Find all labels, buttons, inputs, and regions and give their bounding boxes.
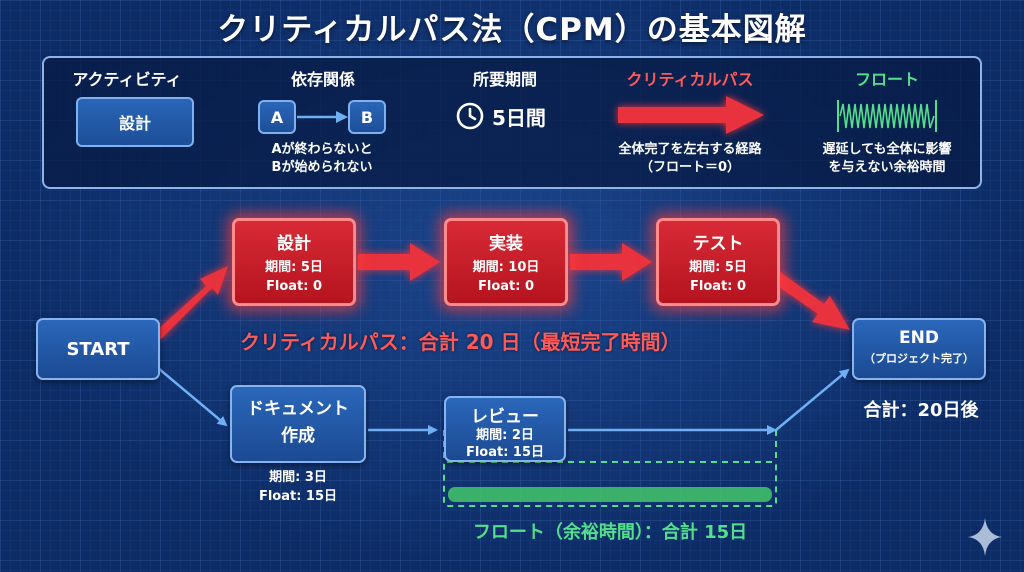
legend-critical-note-line2: （フロート＝0） bbox=[639, 160, 741, 175]
node-test-name: テスト bbox=[692, 234, 744, 254]
legend-float-note-line2: を与えない余裕時間 bbox=[828, 160, 946, 175]
node-document-float: Float: 15日 bbox=[258, 489, 338, 504]
node-implement-period: 期間: 10日 bbox=[472, 260, 540, 275]
arrow-implement-to-test bbox=[570, 243, 652, 281]
node-test: テスト 期間: 5日 Float: 0 bbox=[656, 218, 780, 306]
arrow-design-to-implement bbox=[358, 243, 440, 281]
node-test-float: Float: 0 bbox=[689, 279, 747, 294]
node-implement-float: Float: 0 bbox=[477, 279, 535, 294]
clock-icon bbox=[455, 101, 485, 131]
arrow-merge-to-end bbox=[775, 368, 850, 431]
node-implement: 実装 期間: 10日 Float: 0 bbox=[444, 218, 568, 306]
legend-dependency-note-line2: Bが始められない bbox=[271, 160, 373, 175]
legend-critical-arrow bbox=[618, 96, 764, 134]
node-design-period: 期間: 5日 bbox=[265, 260, 323, 275]
legend-critical-heading: クリティカルパス bbox=[626, 70, 754, 89]
legend-dependency-node-b: B bbox=[348, 100, 386, 134]
float-banner: フロート（余裕時間）：合計 15日 bbox=[472, 522, 748, 543]
node-start-label: START bbox=[66, 338, 130, 360]
node-document-name-line1: ドキュメント bbox=[247, 399, 349, 419]
arrow-test-to-end bbox=[772, 272, 850, 330]
legend-critical-note: 全体完了を左右する経路 （フロート＝0） bbox=[590, 141, 790, 177]
legend-float-note-line1: 遅延しても全体に影響 bbox=[822, 142, 952, 157]
end-total: 合計：20日後 bbox=[863, 400, 979, 421]
node-end-label: END bbox=[899, 328, 939, 348]
legend-duration-heading: 所要期間 bbox=[472, 70, 537, 89]
node-document: ドキュメント 作成 bbox=[230, 385, 366, 463]
legend-activity-chip: 設計 bbox=[76, 97, 194, 147]
node-test-period: 期間: 5日 bbox=[689, 260, 747, 275]
legend-panel bbox=[42, 56, 982, 189]
node-implement-name: 実装 bbox=[489, 234, 523, 254]
legend-float-zigzag bbox=[837, 100, 937, 132]
node-review: レビュー 期間: 2日 Float: 15日 bbox=[444, 396, 566, 462]
legend-float-note: 遅延しても全体に影響 を与えない余裕時間 bbox=[797, 141, 977, 177]
node-design-float: Float: 0 bbox=[265, 279, 323, 294]
sparkle-icon bbox=[968, 518, 1002, 556]
node-document-details: 期間: 3日 Float: 15日 bbox=[230, 468, 366, 506]
legend-activity-heading: アクティビティ bbox=[72, 70, 182, 89]
legend-critical-note-line1: 全体完了を左右する経路 bbox=[618, 142, 762, 157]
node-end-sub: （プロジェクト完了） bbox=[864, 352, 974, 365]
node-document-name-line2: 作成 bbox=[281, 426, 315, 446]
legend-dependency-note-line1: Aが終わらないと bbox=[271, 142, 373, 157]
legend-dependency-arrow bbox=[297, 111, 348, 123]
arrow-start-to-design bbox=[155, 266, 228, 339]
legend-dependency-node-a: A bbox=[258, 100, 296, 134]
legend-float-heading: フロート bbox=[854, 70, 919, 89]
node-review-name: レビュー bbox=[471, 407, 539, 427]
legend-dependency-note: Aが終わらないと Bが始められない bbox=[232, 141, 412, 177]
node-document-period: 期間: 3日 bbox=[269, 470, 327, 485]
node-end: END （プロジェクト完了） bbox=[852, 318, 986, 380]
critical-path-arrows bbox=[155, 243, 850, 339]
page-title: クリティカルパス法（CPM）の基本図解 bbox=[217, 12, 807, 48]
node-review-period: 期間: 2日 bbox=[476, 428, 534, 443]
node-start: START bbox=[36, 318, 160, 380]
node-review-float: Float: 15日 bbox=[465, 445, 545, 460]
legend-duration-value: 5日間 bbox=[492, 106, 546, 130]
arrow-start-to-document bbox=[157, 367, 228, 427]
critical-path-banner: クリティカルパス：合計 20 日（最短完了時間） bbox=[240, 330, 681, 354]
legend-dependency-heading: 依存関係 bbox=[290, 70, 355, 89]
noncritical-arrows bbox=[157, 367, 850, 435]
node-design-name: 設計 bbox=[277, 234, 311, 254]
node-design: 設計 期間: 5日 Float: 0 bbox=[232, 218, 356, 306]
